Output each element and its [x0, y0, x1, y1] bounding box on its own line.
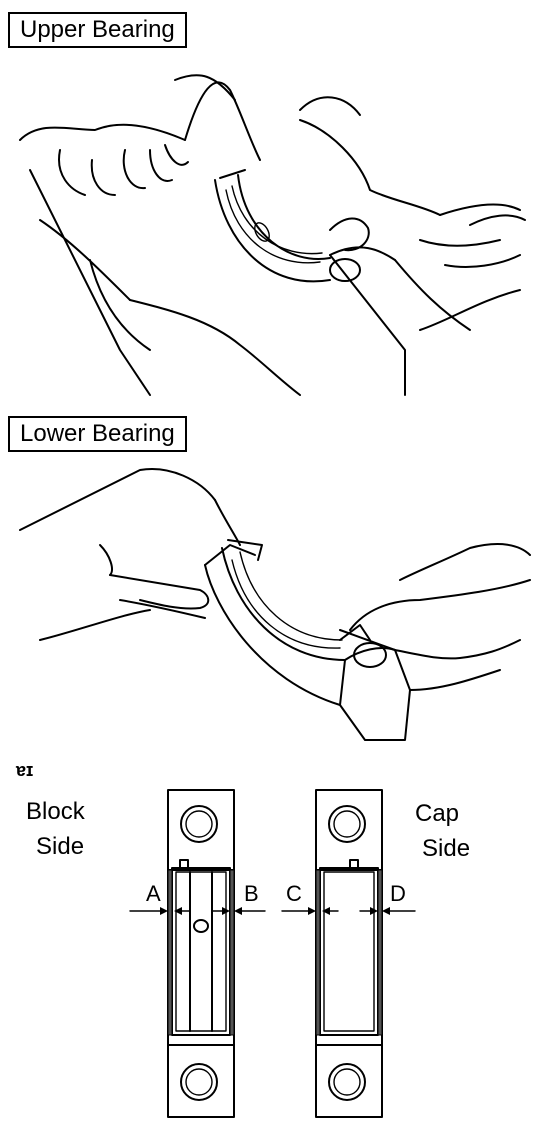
measure-arrow-a [129, 907, 191, 915]
block-side-housing [167, 789, 235, 1118]
measure-arrow-d [359, 907, 416, 915]
block-side-label-line2: Side [36, 833, 85, 860]
upper-bearing-illustration [19, 74, 526, 396]
cap-side-housing [315, 789, 383, 1118]
measure-arrow-b [211, 907, 266, 915]
measure-label-d: D [390, 881, 406, 906]
upper-bearing-label: Upper Bearing [8, 12, 187, 48]
measure-label-c: C [286, 881, 302, 906]
lower-bearing-illustration [19, 468, 531, 741]
small-mark: ɐɪ [16, 760, 34, 780]
block-side-label-line1: Block [26, 798, 85, 825]
lower-bearing-label: Lower Bearing [8, 416, 187, 452]
measure-arrow-c [281, 907, 339, 915]
measure-label-a: A [146, 881, 161, 906]
cap-side-label-line2: Side [422, 835, 471, 862]
measure-label-b: B [244, 881, 259, 906]
cap-side-label-line1: Cap [415, 800, 460, 827]
